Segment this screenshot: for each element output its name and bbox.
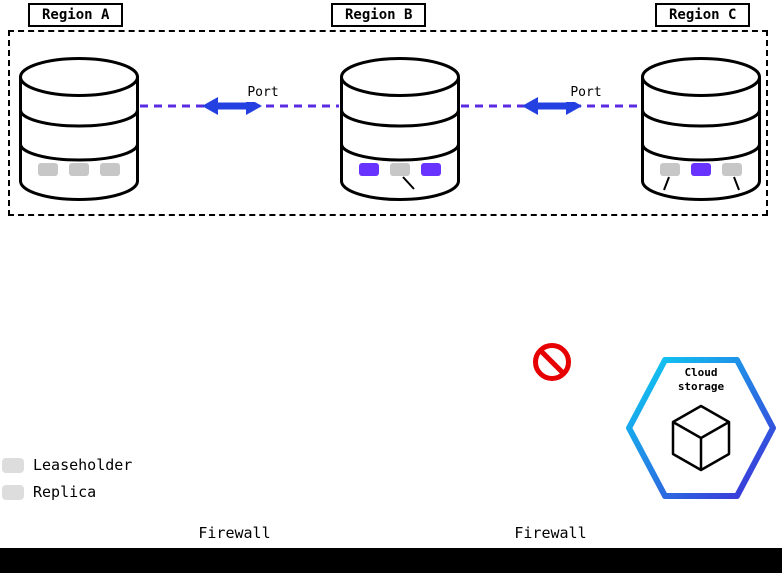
regions-boundary — [8, 30, 768, 216]
replica-swatch — [2, 484, 24, 500]
legend-item-leaseholder: Leaseholder — [2, 454, 137, 476]
replica-squares-row — [640, 163, 762, 176]
database-icon-region-a — [18, 56, 140, 202]
leaseholder-swatch — [2, 457, 24, 473]
database-icon-region-b — [339, 56, 461, 202]
leaseholder-square — [691, 163, 711, 176]
legend-label: Replica — [29, 481, 101, 503]
firewall-label-left: Firewall — [188, 521, 281, 545]
leaseholder-square — [359, 163, 379, 176]
replica-squares-row — [339, 163, 461, 176]
database-icon-region-c — [640, 56, 762, 202]
region-c-label: Region C — [655, 3, 751, 27]
legend-item-replica: Replica — [2, 481, 101, 503]
region-b-label: Region B — [331, 3, 427, 27]
replica-square — [38, 163, 58, 176]
replica-square — [100, 163, 120, 176]
replica-square — [390, 163, 410, 176]
database-cylinder-icon — [340, 57, 460, 201]
database-cylinder-icon — [641, 57, 761, 201]
leaseholder-square — [421, 163, 441, 176]
region-a-label: Region A — [28, 3, 124, 27]
cloud-storage-label: Cloud storage — [677, 366, 725, 393]
replica-squares-row — [18, 163, 140, 176]
replica-square — [660, 163, 680, 176]
port-label-b-c: Port — [562, 84, 610, 102]
replica-square — [722, 163, 742, 176]
port-label-a-b: Port — [239, 84, 287, 102]
firewall-label-right: Firewall — [504, 521, 597, 545]
replica-square — [69, 163, 89, 176]
legend-label: Leaseholder — [29, 454, 137, 476]
database-cylinder-icon — [19, 57, 139, 201]
